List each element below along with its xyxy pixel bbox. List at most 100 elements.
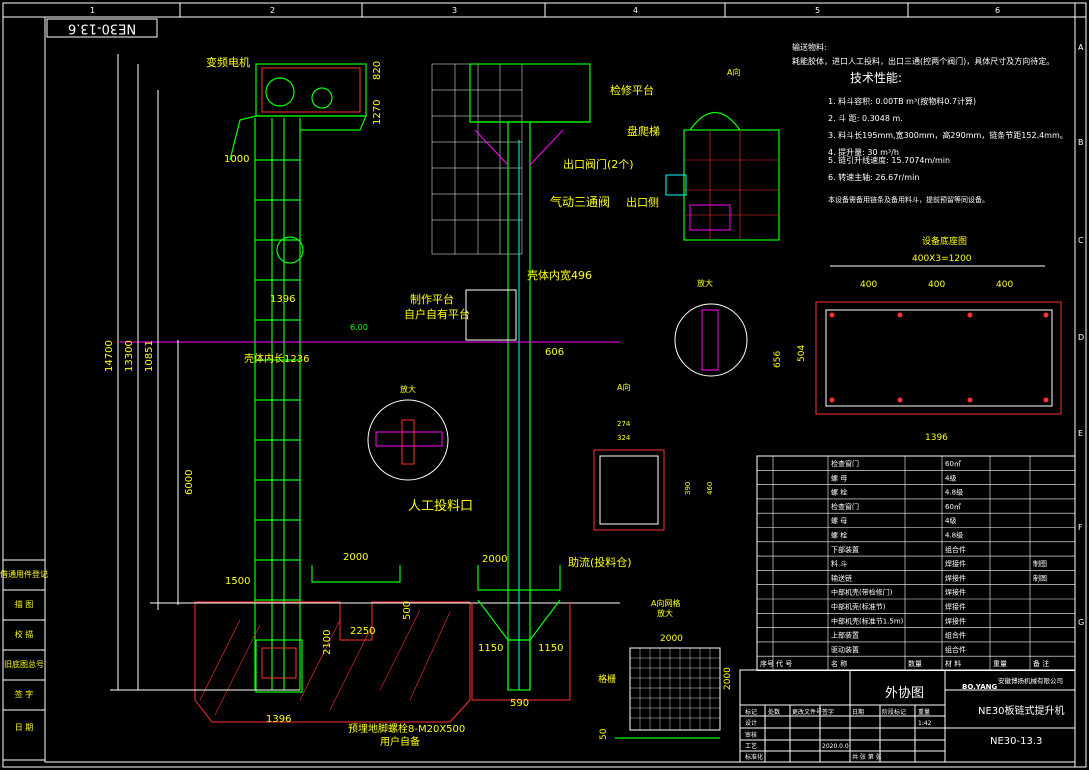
bom-header-cell: 名 称 (831, 659, 847, 668)
bom-cell: 检查窗门 (831, 459, 859, 468)
bom-cell: 焊接件 (945, 573, 966, 582)
tb-row-3: 签字 (822, 708, 834, 716)
product-name: NE30板链式提升机 (978, 704, 1065, 717)
dim-274: 274 (617, 420, 631, 428)
dim-1000: 1000 (224, 154, 249, 165)
note-item-1: 1. 料斗容积: 0.00TB m³(按物料0.7计算) (828, 96, 976, 106)
dim-2250: 2250 (350, 626, 375, 637)
bom-header-cell: 备 注 (1033, 659, 1049, 668)
dim-6-00: 6.00 (350, 323, 368, 332)
dim-606: 606 (545, 347, 564, 358)
note-item-3: 3. 料斗长195mm,宽300mm，高290mm，链条节距152.4mm。 (828, 130, 1068, 140)
bom-cell: 输送链 (831, 573, 852, 582)
dim-13300: 13300 (124, 340, 135, 372)
grid-col-3: 3 (452, 6, 457, 15)
label-grid-view: A向网格 (651, 598, 680, 608)
stamp-3: 旧底图总号 (4, 659, 44, 669)
bom-cell: 焊接件 (945, 559, 966, 568)
dim-2000-grating: 2000 (660, 634, 683, 644)
grid-col-6: 6 (995, 6, 1000, 15)
dim-1396-bottom: 1396 (266, 714, 291, 725)
bom-cell: 上部装置 (831, 631, 859, 640)
bom-cell: 焊接件 (945, 588, 966, 597)
dim-1270: 1270 (372, 100, 383, 125)
side-view (430, 63, 610, 701)
note-remark: 本设备需备用链条及备用料斗，提前预留等同设备。 (828, 195, 989, 204)
dim-390: 390 (684, 482, 692, 495)
tb-role-2: 工艺 (745, 742, 757, 750)
dim-1396: 1396 (270, 294, 295, 305)
dim-500: 500 (402, 601, 413, 620)
bom-header-cell: 材 料 (945, 659, 961, 668)
dim-1500: 1500 (225, 576, 250, 587)
dim-10851: 10851 (144, 340, 155, 372)
tb-field-0: 阶段标记 (882, 708, 906, 716)
tb-row-1: 处数 (768, 708, 780, 716)
grid-row-c: C (1078, 236, 1084, 245)
drawing-no: NE30-13.3 (990, 736, 1042, 747)
note-tech-title: 技术性能: (850, 71, 902, 85)
tb-sheet: 共 张 第 张 (852, 753, 882, 761)
grid-row-f: F (1078, 523, 1083, 532)
dim-50: 50 (599, 728, 609, 740)
drawing-number-mirrored: NE30-13.6 (68, 21, 136, 36)
bom-cell: 螺 母 (831, 473, 847, 482)
dim-324: 324 (617, 434, 631, 442)
label-view-a-detail: A向 (617, 382, 630, 392)
company-name: 安徽博扬机械有限公司 (998, 676, 1063, 685)
label-manual-feed: 人工投料口 (408, 498, 473, 514)
grid-col-1: 1 (90, 6, 95, 15)
dim-400-a: 400 (860, 280, 877, 290)
dim-1150-left: 1150 (478, 643, 503, 654)
label-enlarge-2: 放大 (697, 278, 713, 288)
label-anchor-bolt: 预埋地脚螺栓8-M20X500 (348, 722, 465, 735)
dim-656: 656 (773, 351, 783, 368)
tb-scale: 1:42 (918, 720, 932, 727)
label-view-a-top: A向 (727, 67, 740, 77)
note-item-6: 6. 转速主轴: 26.67r/min (828, 172, 919, 182)
label-user-prepared: 用户自备 (380, 735, 420, 748)
bom-header-cell: 数量 (908, 659, 922, 668)
label-outlet-valve: 出口阀门(2个) (563, 157, 634, 171)
bom-cell: 螺 母 (831, 516, 847, 525)
title-outsourced: 外协图 (885, 686, 924, 701)
grid-col-2: 2 (270, 6, 275, 15)
front-view (110, 54, 620, 723)
dim-400-c: 400 (996, 280, 1013, 290)
bom-cell: 制图 (1033, 573, 1047, 582)
bom-cell: 4.8级 (945, 488, 963, 497)
dim-2000-side: 2000 (482, 554, 507, 565)
bom-cell: 检查窗门 (831, 502, 859, 511)
bom-cell: 组合件 (945, 645, 966, 654)
bom-cell: 4级 (945, 473, 956, 482)
bom-header-cell: 序号 (760, 659, 774, 668)
label-make-platform: 制作平台 (410, 292, 454, 306)
tb-role-0: 设计 (745, 719, 757, 727)
label-pneumatic-valve: 气动三通阀 (550, 194, 610, 209)
dim-14700: 14700 (104, 340, 115, 372)
bom-cell: 组合件 (945, 545, 966, 554)
bom-cell: 中部机壳(标准节) (831, 602, 886, 611)
label-shell-inner-width: 壳体内宽496 (527, 268, 592, 282)
grid-col-4: 4 (633, 6, 638, 15)
tb-field-1: 重量 (918, 708, 930, 716)
label-motor: 变频电机 (206, 55, 250, 69)
bom-cell: 焊接件 (945, 602, 966, 611)
note-item-4: 4. 提升量: 30 m³/h (828, 147, 899, 157)
stamp-2: 校 描 (15, 629, 34, 639)
label-buffer: 助流(投料仓) (568, 555, 632, 569)
bom-cell: 焊接件 (945, 616, 966, 625)
grid-row-g: G (1078, 618, 1084, 627)
stamp-1: 描 图 (15, 599, 34, 609)
grid-col-5: 5 (815, 6, 820, 15)
label-enlarge-1: 放大 (400, 384, 416, 394)
bom-cell: 4.8级 (945, 531, 963, 540)
dim-6000: 6000 (184, 470, 195, 495)
title-block: 外协图 BO.YANG 安徽博扬机械有限公司 NE30板链式提升机 NE30-1… (739, 669, 1076, 763)
bom-cell: 中部机壳(标准节1.5m) (831, 616, 904, 625)
label-outlet-side: 出口侧 (626, 195, 659, 209)
bom-cell: 组合件 (945, 631, 966, 640)
tb-date: 2020.0.0 (822, 743, 849, 750)
stamp-0: 借通用件登记 (0, 569, 48, 579)
